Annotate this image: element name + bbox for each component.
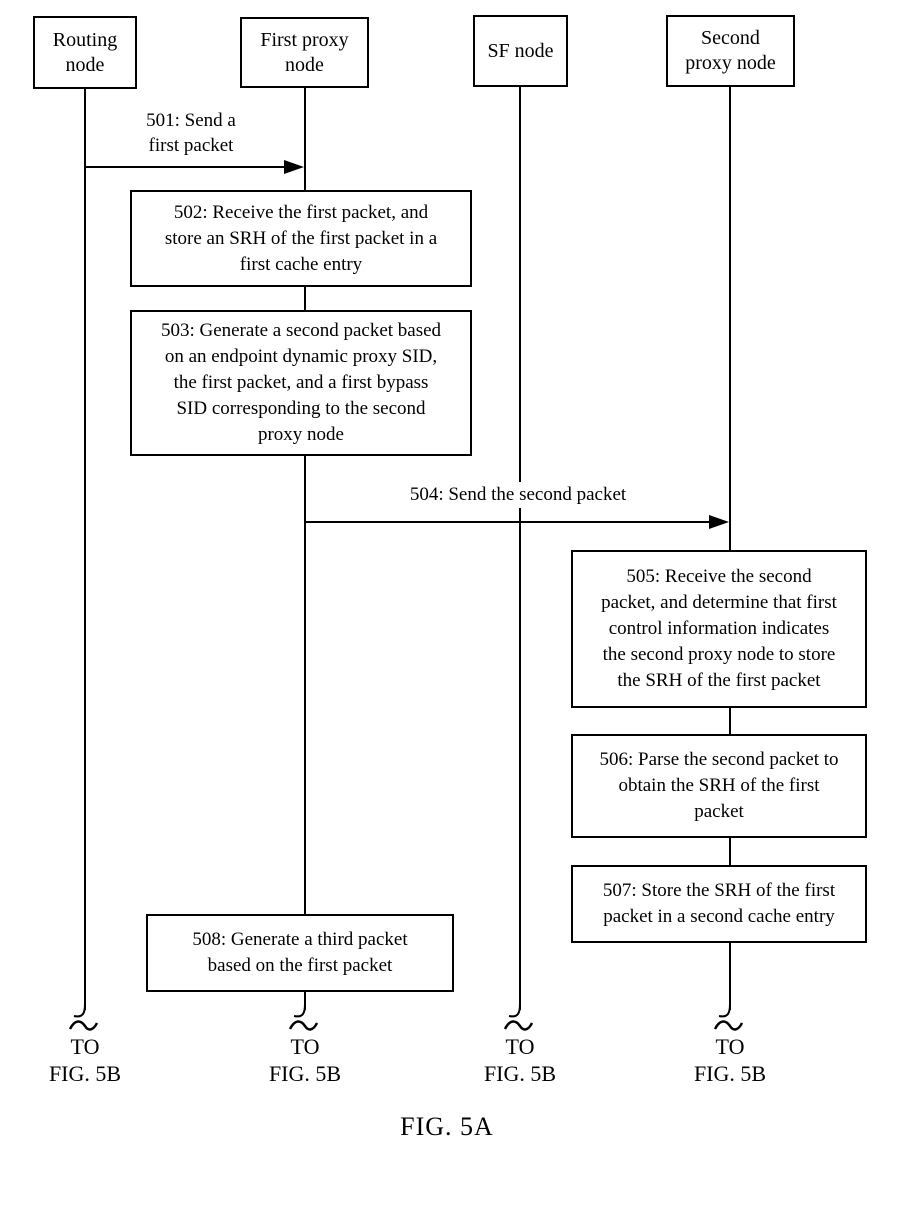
lifeline-break-hook [73,1003,86,1018]
continuation-squiggle [713,1020,744,1031]
lifeline-break-hook [508,1003,521,1018]
step-box-507: 507: Store the SRH of the first packet i… [571,865,867,943]
continuation-squiggle [503,1020,534,1031]
continuation-label-first-proxy-node: TO FIG. 5B [268,1034,342,1086]
continuation-label-sf-node: TO FIG. 5B [483,1034,557,1086]
lifeline-break-hook [718,1003,731,1018]
continuation-squiggle [68,1020,99,1031]
continuation-label-second-proxy-node: TO FIG. 5B [693,1034,767,1086]
continuation-label-routing-node: TO FIG. 5B [48,1034,122,1086]
figure-caption: FIG. 5A [400,1112,494,1141]
actor-first-proxy-node: First proxy node [240,17,369,88]
actor-second-proxy-node: Second proxy node [666,15,795,87]
message-label-501: 501: Send a first packet [146,110,236,156]
arrowhead-504 [709,515,729,529]
step-box-506: 506: Parse the second packet to obtain t… [571,734,867,838]
actor-sf-node: SF node [473,15,568,87]
step-box-502: 502: Receive the first packet, and store… [130,190,472,287]
continuation-squiggle [288,1020,319,1031]
step-box-503: 503: Generate a second packet based on a… [130,310,472,456]
message-label-504: 504: Send the second packet [331,482,705,508]
step-box-505: 505: Receive the second packet, and dete… [571,550,867,708]
actor-routing-node: Routing node [33,16,137,89]
arrowhead-501 [284,160,304,174]
lifeline-break-hook [293,1003,306,1018]
step-box-508: 508: Generate a third packet based on th… [146,914,454,992]
